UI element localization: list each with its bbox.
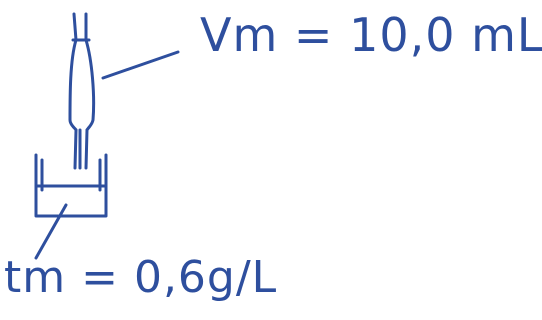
beaker bbox=[34, 153, 108, 218]
pipette bbox=[68, 12, 96, 170]
volume-pointer-line bbox=[101, 50, 180, 80]
volume-label: Vm = 10,0 mL bbox=[200, 8, 542, 62]
concentration-pointer-line bbox=[34, 203, 68, 260]
concentration-label: tm = 0,6g/L bbox=[4, 252, 278, 303]
